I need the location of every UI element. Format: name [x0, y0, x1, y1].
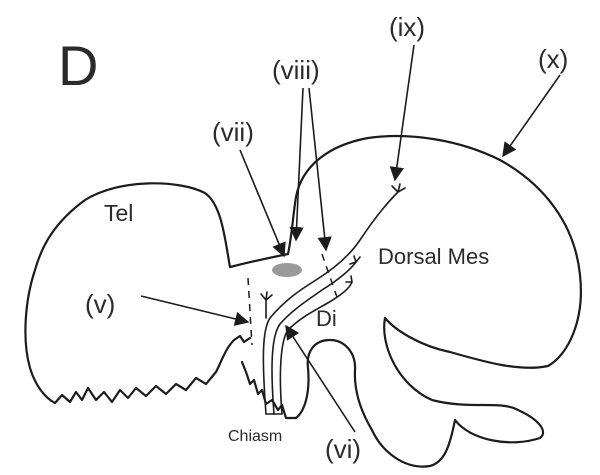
panel-letter: D	[58, 34, 98, 97]
arrow-x	[502, 74, 561, 158]
di-mes-boundary	[321, 253, 339, 301]
marker-viii: (viii)	[272, 55, 320, 85]
label-chiasm: Chiasm	[228, 428, 282, 445]
arrow-viii-b	[308, 87, 332, 252]
arrow-ix	[389, 44, 415, 182]
marker-v: (v)	[85, 289, 115, 319]
optic-tract-line-3	[279, 281, 353, 415]
terminal-viii	[349, 255, 361, 265]
arrow-vii	[239, 149, 286, 258]
grey-ellipse	[272, 263, 302, 277]
optic-tract-line-2	[271, 261, 357, 415]
optic-tract-line-1	[262, 191, 399, 415]
marker-x: (x)	[538, 44, 568, 74]
arrow-vi	[285, 324, 356, 433]
label-dorsal-mes: Dorsal Mes	[378, 244, 489, 269]
label-di: Di	[316, 306, 337, 331]
marker-vii: (vii)	[212, 117, 254, 147]
telencephalon-outline	[24, 182, 252, 405]
tel-di-boundary	[247, 277, 253, 346]
label-tel: Tel	[104, 200, 133, 226]
marker-vi: (vi)	[325, 434, 361, 464]
terminal-vii	[260, 291, 273, 319]
mesencephalon-outline	[228, 134, 582, 468]
arrow-viii-a	[289, 87, 304, 242]
arrow-v	[140, 295, 250, 326]
marker-ix: (ix)	[389, 12, 425, 42]
terminal-di	[345, 275, 353, 283]
terminal-ix	[391, 183, 406, 193]
